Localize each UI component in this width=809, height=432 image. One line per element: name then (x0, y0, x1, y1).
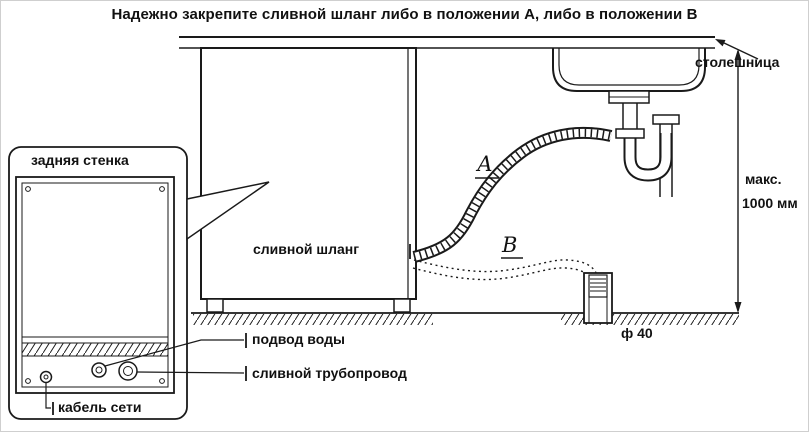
back-wall-label: задняя стенка (31, 152, 129, 168)
floor-standpipe (583, 272, 613, 324)
pipe-diameter-label: ф 40 (621, 325, 653, 341)
drain-hose-position-b (412, 259, 598, 282)
diagram-title: Надежно закрепите сливной шланг либо в п… (111, 6, 698, 23)
power-cable-gland (39, 370, 53, 384)
max-height-label: макс. (745, 171, 782, 187)
power-cable-label: кабель сети (58, 399, 142, 415)
drain-hose-label: сливной шланг (253, 241, 360, 257)
water-supply-label: подвод воды (252, 331, 345, 347)
max-height-value: 1000 мм (742, 195, 798, 211)
leader-lines (45, 177, 523, 415)
countertop-arrow (715, 39, 759, 60)
rear-panel-inset (8, 146, 188, 420)
water-inlet-fitting (91, 362, 107, 378)
drain-pipe-label: сливной трубопровод (252, 365, 407, 381)
dishwasher (200, 47, 417, 313)
countertop-line (179, 36, 715, 49)
inset-callout-triangle (186, 181, 270, 241)
height-dimension (734, 49, 742, 313)
position-a-marker: А (477, 152, 493, 176)
floor-line (191, 312, 739, 325)
countertop-label: столешница (695, 54, 780, 70)
sink (552, 48, 706, 92)
sink-drain-trap (608, 90, 680, 197)
position-b-marker: В (502, 233, 518, 257)
drain-outlet-fitting (118, 361, 138, 381)
